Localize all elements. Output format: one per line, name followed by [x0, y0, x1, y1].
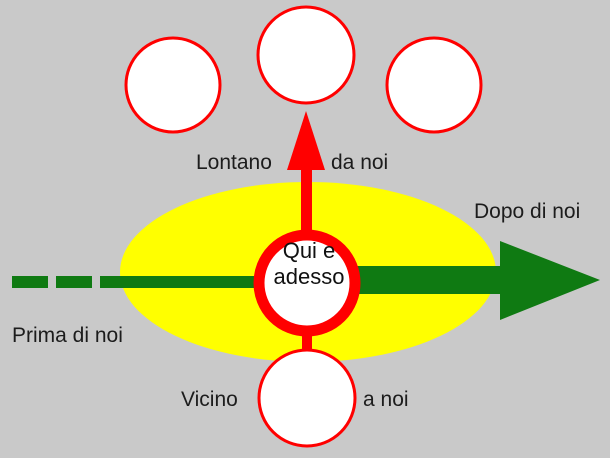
circle-top-left	[124, 36, 222, 134]
label-lontano: Lontano	[196, 151, 272, 174]
circle-bottom	[257, 348, 357, 448]
label-a-noi: a noi	[363, 388, 409, 411]
center-label-line-1: Qui e	[282, 238, 336, 263]
dash-segment-3	[100, 276, 260, 288]
circle-top-right	[385, 36, 483, 134]
dash-segment-2	[56, 276, 92, 288]
dash-segment-1	[12, 276, 48, 288]
green-arrow-shaft	[350, 266, 504, 294]
label-prima-di-noi: Prima di noi	[12, 324, 123, 347]
label-da-noi: da noi	[331, 151, 389, 174]
arrow-up-icon	[287, 111, 325, 170]
circle-top-center	[256, 5, 356, 105]
label-vicino: Vicino	[181, 388, 238, 411]
center-circle	[253, 229, 361, 337]
center-label-line-2: adesso	[273, 264, 345, 289]
label-dopo-di-noi: Dopo di noi	[474, 200, 581, 223]
arrow-right-icon	[500, 241, 600, 320]
red-connector	[302, 335, 312, 351]
red-arrow-shaft	[301, 160, 312, 235]
center-label: Qui e adesso	[262, 238, 356, 290]
